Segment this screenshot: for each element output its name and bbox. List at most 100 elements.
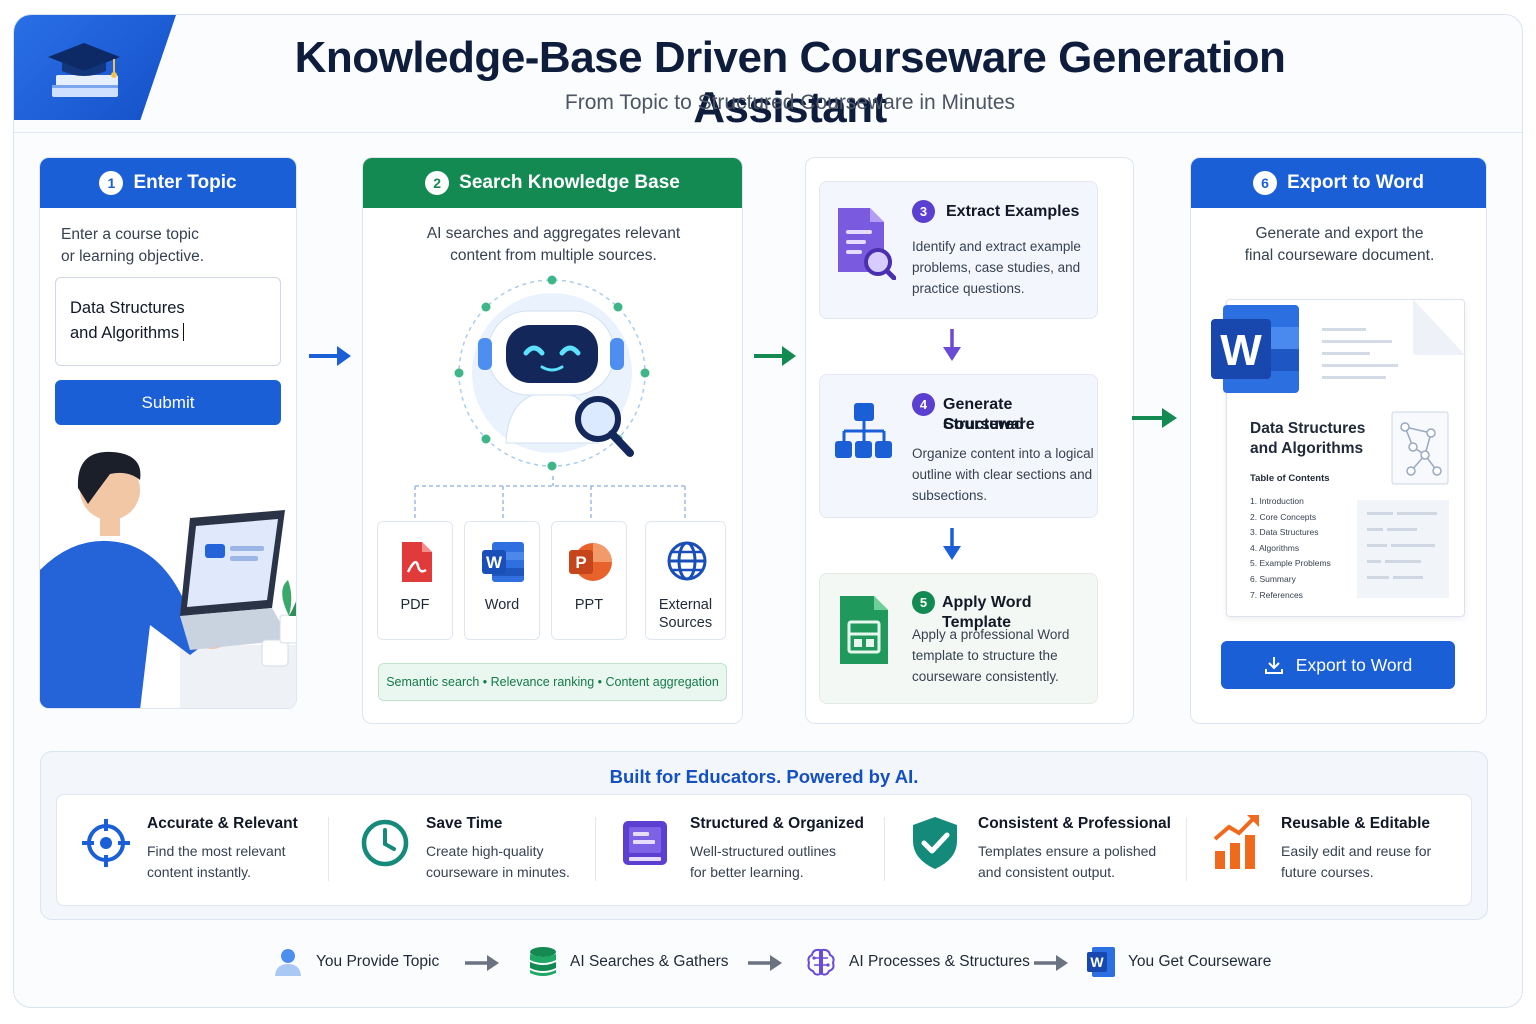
flow-step-ai-processes: AI Processes & Structures bbox=[805, 945, 1030, 979]
flow-arrow-icon bbox=[748, 955, 782, 971]
submit-button[interactable]: Submit bbox=[55, 380, 281, 425]
step2-number: 2 bbox=[425, 171, 450, 195]
benefits-title: Built for Educators. Powered by AI. bbox=[609, 766, 919, 787]
step1-desc: Enter a course topic or learning objecti… bbox=[61, 224, 204, 268]
document-search-icon bbox=[838, 208, 896, 280]
benefit-desc-line: Create high-quality bbox=[426, 843, 544, 859]
benefit-save-time: Save Time Create high-quality courseware… bbox=[337, 795, 599, 907]
processing-card: 3 Extract Examples Identify and extract … bbox=[805, 157, 1134, 724]
benefit-reusable: Reusable & Editable Easily edit and reus… bbox=[1191, 795, 1473, 907]
step5-apply-template: 5 Apply Word Template Apply a profession… bbox=[819, 573, 1098, 704]
benefit-structured: Structured & Organized Well-structured o… bbox=[599, 795, 889, 907]
word-icon: W bbox=[1211, 305, 1299, 393]
template-sheet-icon bbox=[840, 596, 888, 664]
toc-item: 5. Example Problems bbox=[1250, 558, 1331, 569]
step3-desc-line: practice questions. bbox=[912, 281, 1025, 296]
step5-desc-line: template to structure the bbox=[912, 648, 1058, 663]
flow-step-get-courseware: W You Get Courseware bbox=[1086, 945, 1271, 979]
benefit-desc: Create high-quality courseware in minute… bbox=[426, 841, 570, 883]
benefit-accurate: Accurate & Relevant Find the most releva… bbox=[57, 795, 337, 907]
step4-desc-line: outline with clear sections and bbox=[912, 467, 1093, 482]
step6-header: 6 Export to Word bbox=[1191, 158, 1486, 208]
step3-desc: Identify and extract example problems, c… bbox=[912, 236, 1094, 299]
source-label: External bbox=[658, 597, 713, 613]
step1-desc-line: Enter a course topic bbox=[61, 226, 199, 243]
powerpoint-icon: P bbox=[569, 543, 612, 581]
target-icon bbox=[82, 819, 130, 867]
toc-item: 1. Introduction bbox=[1250, 496, 1304, 506]
step1-title: Enter Topic bbox=[133, 172, 237, 193]
step2-title: Search Knowledge Base bbox=[459, 172, 680, 193]
step1-number: 1 bbox=[99, 171, 124, 195]
flow-label: AI Searches & Gathers bbox=[570, 953, 729, 970]
export-button-label: Export to Word bbox=[1295, 654, 1413, 675]
step5-desc-line: Apply a professional Word bbox=[912, 627, 1070, 642]
benefit-desc: Easily edit and reuse for future courses… bbox=[1281, 841, 1431, 883]
benefit-desc-line: content instantly. bbox=[147, 864, 252, 880]
benefit-title: Reusable & Editable bbox=[1281, 815, 1431, 832]
export-to-word-button[interactable]: Export to Word bbox=[1221, 641, 1455, 689]
step1-desc-line: or learning objective. bbox=[61, 248, 205, 265]
step4-desc-line: subsections. bbox=[912, 488, 988, 503]
doc-title: Data Structures and Algorithms bbox=[1250, 419, 1365, 459]
word-icon: W bbox=[1087, 947, 1115, 977]
step3-extract-examples: 3 Extract Examples Identify and extract … bbox=[819, 181, 1098, 319]
step2-desc-line: AI searches and aggregates relevant bbox=[426, 225, 681, 242]
topic-input[interactable]: Data Structures and Algorithms bbox=[55, 277, 281, 366]
topic-input-line: and Algorithms bbox=[70, 324, 180, 342]
step4-generate-structured: 4 Generate Structured Courseware Organiz… bbox=[819, 374, 1098, 518]
benefit-desc: Find the most relevant content instantly… bbox=[147, 841, 286, 883]
divider bbox=[328, 817, 329, 881]
toc-item: 2. Core Concepts bbox=[1250, 511, 1317, 522]
growth-chart-icon bbox=[1213, 815, 1259, 869]
svg-text:W: W bbox=[1090, 954, 1104, 970]
benefit-title: Consistent & Professional bbox=[978, 815, 1171, 832]
step4-title-line: Generate Structured bbox=[943, 396, 1024, 433]
step6-desc-line: final courseware document. bbox=[1244, 247, 1435, 264]
page-fold-icon bbox=[1413, 299, 1465, 355]
toc-item: 4. Algorithms bbox=[1250, 542, 1300, 553]
arrow-down-icon bbox=[943, 329, 961, 361]
benefit-desc-line: Well-structured outlines bbox=[690, 843, 837, 859]
hierarchy-icon bbox=[835, 403, 892, 458]
benefit-title: Structured & Organized bbox=[690, 815, 864, 832]
source-external: External Sources bbox=[645, 521, 726, 640]
flow-step-provide-topic: You Provide Topic bbox=[272, 945, 439, 979]
graph-thumbnail-icon bbox=[1391, 411, 1449, 485]
toc-item: 6. Summary bbox=[1250, 573, 1296, 584]
arrow-down-icon bbox=[943, 528, 961, 560]
step4-desc: Organize content into a logical outline … bbox=[912, 443, 1096, 506]
benefit-desc: Templates ensure a polished and consiste… bbox=[978, 841, 1156, 883]
book-icon bbox=[623, 821, 667, 865]
search-features-tagline: Semantic search • Relevance ranking • Co… bbox=[378, 663, 727, 701]
svg-text:W: W bbox=[1220, 326, 1262, 375]
benefit-desc-line: for better learning. bbox=[690, 864, 804, 880]
step4-number: 4 bbox=[912, 393, 935, 416]
benefit-desc-line: and consistent output. bbox=[978, 864, 1115, 880]
arrow-right-icon bbox=[309, 346, 351, 366]
infographic-frame: Knowledge-Base Driven Courseware Generat… bbox=[13, 14, 1523, 1008]
toc-heading: Table of Contents bbox=[1250, 473, 1330, 484]
step3-desc-line: problems, case studies, and bbox=[912, 260, 1081, 275]
page-title: Knowledge-Base Driven Courseware Generat… bbox=[294, 33, 1286, 132]
source-word: W Word bbox=[464, 521, 540, 640]
benefit-desc-line: future courses. bbox=[1281, 864, 1374, 880]
benefit-desc-line: Easily edit and reuse for bbox=[1281, 843, 1432, 859]
doc-title-line: Data Structures bbox=[1250, 420, 1366, 437]
toc-item: 3. Data Structures bbox=[1250, 527, 1319, 538]
step6-number: 6 bbox=[1253, 171, 1278, 195]
flow-label: You Get Courseware bbox=[1128, 953, 1272, 970]
benefit-desc-line: Find the most relevant bbox=[147, 843, 286, 859]
source-connectors bbox=[414, 476, 686, 521]
benefit-desc-line: courseware in minutes. bbox=[426, 864, 570, 880]
flow-arrow-icon bbox=[465, 955, 499, 971]
step6-desc-line: Generate and export the bbox=[1255, 225, 1424, 242]
topic-input-line: Data Structures bbox=[70, 299, 185, 317]
database-icon bbox=[530, 947, 556, 976]
divider bbox=[595, 817, 596, 881]
toc-item: 7. References bbox=[1250, 589, 1303, 600]
step5-number: 5 bbox=[912, 591, 935, 614]
step3-desc-line: Identify and extract example bbox=[912, 239, 1081, 254]
benefits-panel: Built for Educators. Powered by AI. Accu… bbox=[40, 751, 1488, 920]
step2-card: 2 Search Knowledge Base AI searches and … bbox=[362, 157, 743, 724]
